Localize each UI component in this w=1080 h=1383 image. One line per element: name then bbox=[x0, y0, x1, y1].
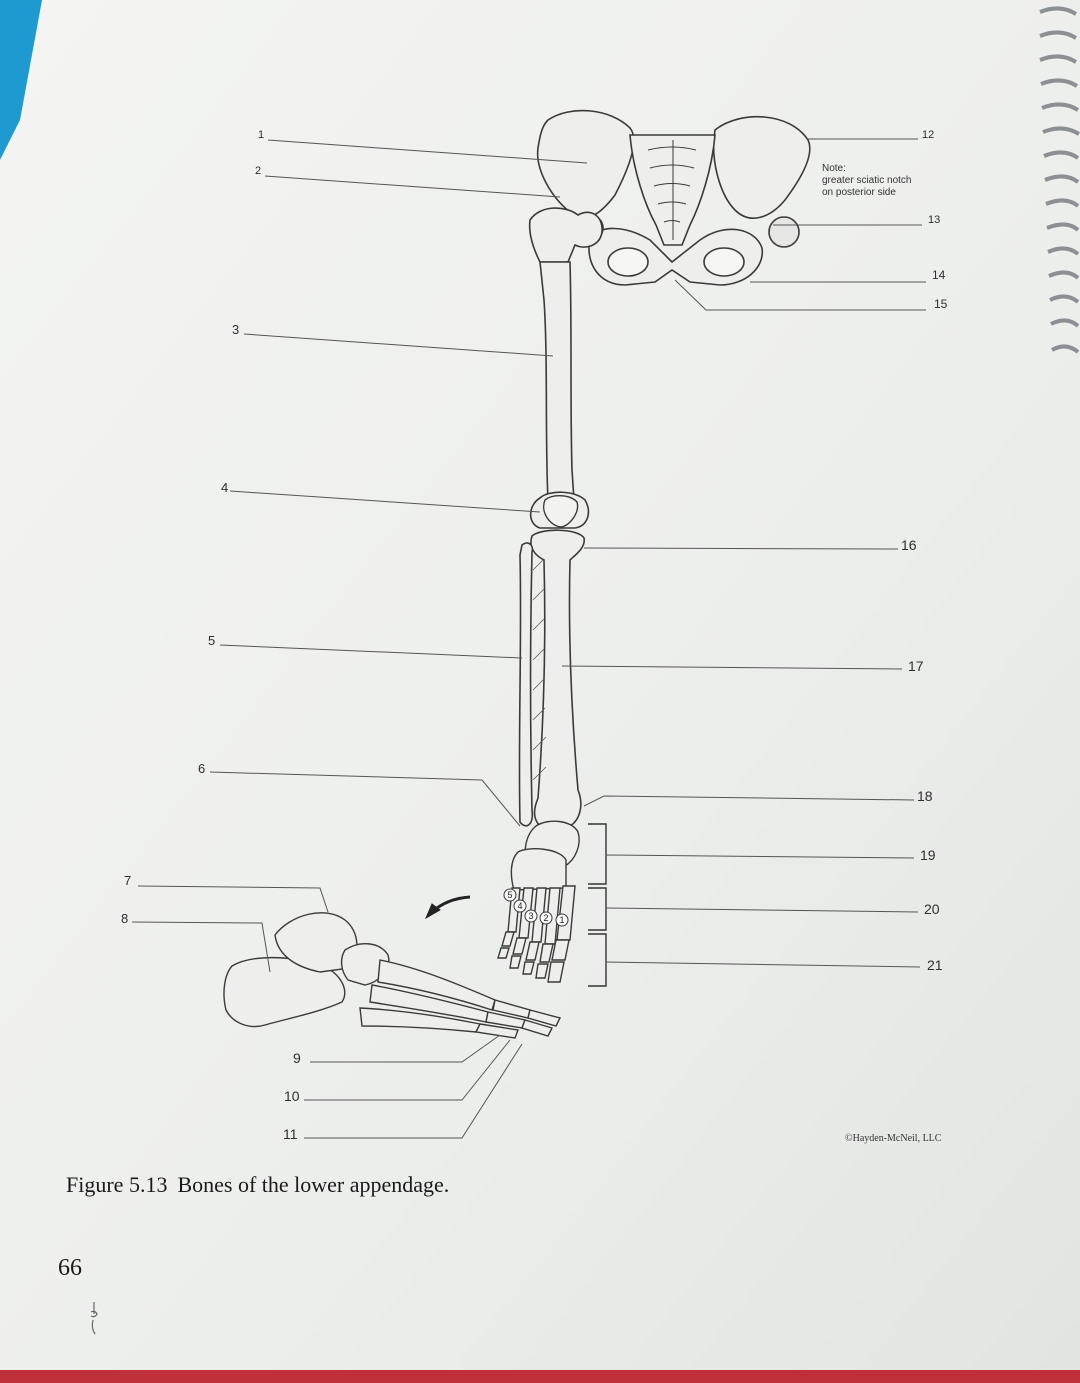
label-20: 20 bbox=[924, 901, 940, 917]
spiral-binding bbox=[1039, 6, 1080, 354]
figure-title: Bones of the lower appendage. bbox=[177, 1172, 450, 1197]
label-14: 14 bbox=[932, 268, 946, 282]
leg-bones-illustration bbox=[518, 529, 585, 827]
note-line-1: greater sciatic notch bbox=[822, 175, 912, 186]
toe-number-circles bbox=[503, 888, 569, 927]
note-line-2: on posterior side bbox=[822, 187, 896, 198]
patella-illustration bbox=[543, 495, 579, 528]
label-2: 2 bbox=[255, 165, 262, 177]
label-3: 3 bbox=[232, 322, 240, 337]
figure-caption: Figure 5.13 Bones of the lower appendage. bbox=[66, 1172, 449, 1198]
pen-mark bbox=[90, 1302, 98, 1335]
foot-dorsal-illustration bbox=[497, 820, 580, 983]
label-18: 18 bbox=[917, 788, 933, 804]
note-text: Note: greater sciatic notch on posterior… bbox=[822, 163, 912, 199]
toe-number-5: 5 bbox=[507, 890, 512, 900]
figure-number: Figure 5.13 bbox=[66, 1172, 168, 1197]
copyright-text: ©Hayden-McNeil, LLC bbox=[845, 1133, 942, 1144]
label-15: 15 bbox=[934, 297, 948, 311]
leader-lines bbox=[131, 138, 926, 1139]
toe-number-4: 4 bbox=[517, 901, 522, 911]
label-4: 4 bbox=[221, 480, 229, 495]
sacrum-detail bbox=[647, 140, 697, 240]
label-11: 11 bbox=[283, 1126, 298, 1142]
label-8: 8 bbox=[121, 911, 129, 926]
label-17: 17 bbox=[908, 658, 924, 674]
label-21: 21 bbox=[927, 957, 943, 973]
label-13: 13 bbox=[928, 214, 941, 226]
label-7: 7 bbox=[124, 873, 132, 888]
toe-number-labels: 5 4 3 2 1 bbox=[507, 890, 564, 925]
page-number: 66 bbox=[58, 1255, 82, 1281]
label-5: 5 bbox=[208, 633, 216, 648]
label-6: 6 bbox=[198, 761, 206, 776]
note-heading: Note: bbox=[822, 163, 846, 174]
label-19: 19 bbox=[920, 847, 936, 863]
interosseous-hatching bbox=[532, 559, 547, 781]
foot-lateral-illustration bbox=[223, 912, 562, 1039]
foot-region-brackets bbox=[588, 823, 607, 987]
toe-number-2: 2 bbox=[543, 913, 548, 923]
label-9: 9 bbox=[293, 1050, 301, 1066]
toe-number-3: 3 bbox=[528, 911, 533, 921]
label-12: 12 bbox=[922, 129, 935, 141]
label-10: 10 bbox=[284, 1088, 300, 1104]
label-16: 16 bbox=[901, 537, 917, 553]
label-1: 1 bbox=[258, 129, 265, 141]
rotation-arrow bbox=[424, 895, 471, 920]
toe-number-1: 1 bbox=[559, 915, 564, 925]
bottom-edge bbox=[0, 1370, 1080, 1383]
